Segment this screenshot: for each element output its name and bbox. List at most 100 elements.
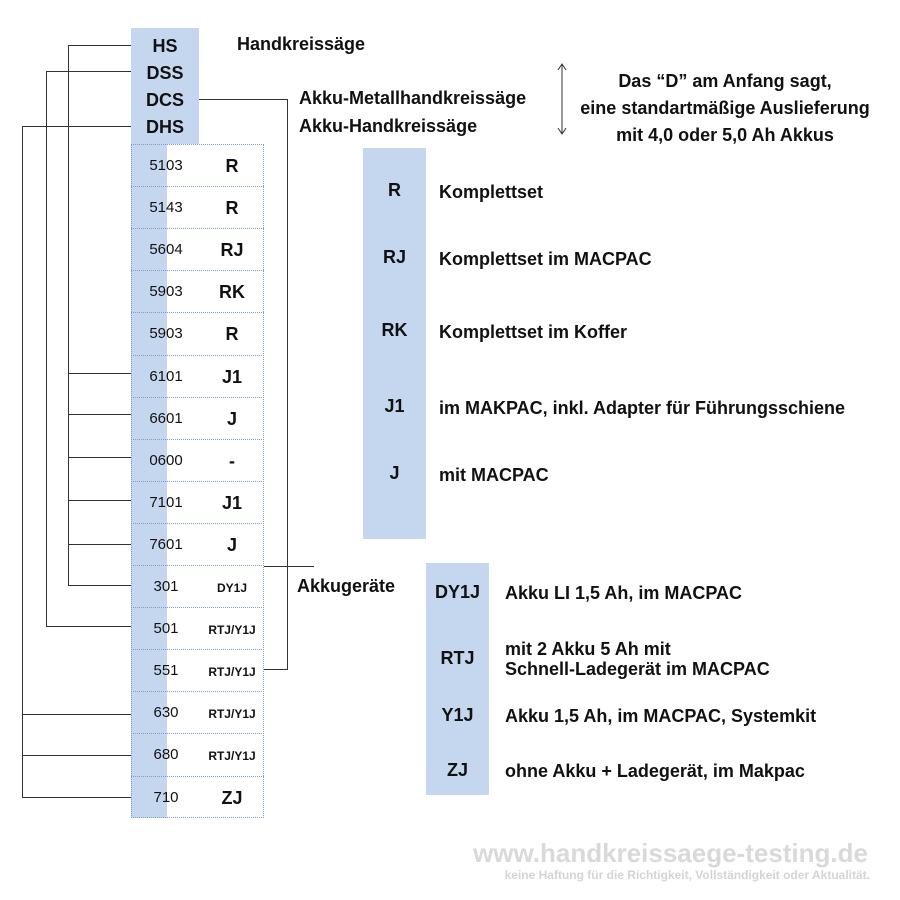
model-suffix: R xyxy=(225,324,239,345)
model-number: 7101 xyxy=(149,493,183,511)
model-number: 5903 xyxy=(149,325,183,343)
legend-code: RK xyxy=(381,320,408,340)
row-divider xyxy=(131,396,264,398)
legend-description: ohne Akku + Ladegerät, im Makpac xyxy=(505,761,805,781)
connector-dcs xyxy=(199,99,287,100)
prefix-dcs: DCS xyxy=(145,90,184,110)
note-line-3: mit 4,0 oder 5,0 Ah Akkus xyxy=(616,125,834,145)
legend-description: Komplettset xyxy=(439,182,544,202)
connector-dhs-vertical xyxy=(22,126,23,797)
model-number: 680 xyxy=(153,746,179,764)
legend-code: Y1J xyxy=(441,705,474,725)
legend-description: mit MACPAC xyxy=(439,465,549,485)
legend-code: R xyxy=(388,180,401,200)
model-suffix: J xyxy=(226,534,237,555)
model-suffix: - xyxy=(229,450,235,471)
connector-hs xyxy=(68,45,131,46)
model-suffix: R xyxy=(225,198,239,219)
legend-akku-strip xyxy=(426,563,489,795)
connector-680 xyxy=(22,755,131,756)
watermark-disclaimer: keine Haftung für die Richtigkeit, Volls… xyxy=(504,868,870,882)
connector-301 xyxy=(68,585,131,586)
d-prefix-note: Das “D” am Anfang sagt, eine standartmäß… xyxy=(560,68,890,149)
row-divider xyxy=(131,607,264,609)
model-number: 7601 xyxy=(149,535,183,553)
model-suffix: ZJ xyxy=(221,787,243,808)
row-divider xyxy=(131,438,264,440)
prefix-hs: HS xyxy=(152,36,178,56)
row-divider xyxy=(131,354,264,356)
connector-dss xyxy=(46,71,131,72)
model-number: 5143 xyxy=(149,199,183,217)
model-suffix: J xyxy=(226,408,237,429)
model-suffix: J1 xyxy=(221,366,243,387)
legend-description: Komplettset im Koffer xyxy=(439,322,628,342)
akku-separator xyxy=(264,566,314,567)
prefix-name-dhs: Akku-Handkreissäge xyxy=(299,116,478,136)
model-number: 0600 xyxy=(149,451,183,469)
model-suffix: RK xyxy=(219,282,245,303)
model-number: 630 xyxy=(153,704,179,722)
legend-code: RTJ xyxy=(440,648,475,668)
model-suffix: RTJ/Y1J xyxy=(208,749,256,764)
legend-code: ZJ xyxy=(446,760,468,780)
model-number: 501 xyxy=(153,620,179,638)
legend-corded-strip xyxy=(363,148,426,539)
row-divider xyxy=(131,522,264,524)
akku-label: Akkugeräte xyxy=(297,576,396,596)
note-line-2: eine standartmäßige Auslieferung xyxy=(580,98,870,118)
connector-551 xyxy=(264,669,287,670)
model-suffix: RTJ/Y1J xyxy=(208,665,256,680)
model-number: 6101 xyxy=(149,367,183,385)
legend-description: Komplettset im MACPAC xyxy=(439,249,652,269)
model-number: 5103 xyxy=(149,157,183,174)
row-divider xyxy=(131,228,264,230)
connector-0600 xyxy=(68,457,131,458)
connector-710 xyxy=(22,797,131,798)
connector-6101 xyxy=(68,373,131,374)
legend-description: Akku LI 1,5 Ah, im MACPAC xyxy=(505,583,743,603)
model-suffix: RTJ/Y1J xyxy=(208,623,256,638)
model-suffix: RTJ/Y1J xyxy=(208,707,256,722)
connector-dhs xyxy=(22,126,131,127)
model-number: 551 xyxy=(153,662,179,680)
prefix-column xyxy=(131,28,199,144)
connector-hs-vertical xyxy=(68,45,69,585)
model-number: 5604 xyxy=(149,241,183,259)
connector-501 xyxy=(46,626,131,627)
row-divider xyxy=(131,565,264,566)
row-divider xyxy=(131,480,264,482)
connector-7601 xyxy=(68,544,131,545)
legend-description: mit 2 Akku 5 Ah mit xyxy=(505,639,671,659)
row-divider xyxy=(131,186,264,188)
prefix-dss: DSS xyxy=(146,63,184,83)
prefix-name-dcs: Akku-Metallhandkreissäge xyxy=(299,88,527,108)
prefix-name-hs: Handkreissäge xyxy=(237,34,366,54)
connector-dcs-vertical xyxy=(287,99,288,670)
prefix-dhs: DHS xyxy=(145,117,184,137)
connector-dss-vertical xyxy=(46,71,47,626)
row-divider xyxy=(131,649,264,651)
legend-code: J1 xyxy=(384,396,405,416)
model-suffix: DY1J xyxy=(216,581,248,595)
row-divider xyxy=(131,270,264,272)
connector-6601 xyxy=(68,414,131,415)
model-number: 6601 xyxy=(149,409,183,427)
connector-7101 xyxy=(68,500,131,501)
connector-630 xyxy=(22,714,131,715)
legend-code: DY1J xyxy=(434,582,481,602)
model-suffix: J1 xyxy=(221,492,243,513)
row-divider xyxy=(131,775,264,777)
legend-code: RJ xyxy=(382,247,406,267)
model-number: 301 xyxy=(153,578,179,595)
row-divider xyxy=(131,691,264,693)
legend-description: Akku 1,5 Ah, im MACPAC, Systemkit xyxy=(505,706,817,726)
model-suffix: R xyxy=(225,156,239,176)
double-arrow-icon xyxy=(557,63,567,135)
row-divider xyxy=(131,312,264,314)
legend-description-line2: Schnell-Ladegerät im MACPAC xyxy=(505,659,770,679)
watermark-url: www.handkreissaege-testing.de xyxy=(473,838,868,868)
model-number: 710 xyxy=(153,788,179,806)
model-suffix: RJ xyxy=(220,240,244,261)
legend-code: J xyxy=(389,463,400,483)
